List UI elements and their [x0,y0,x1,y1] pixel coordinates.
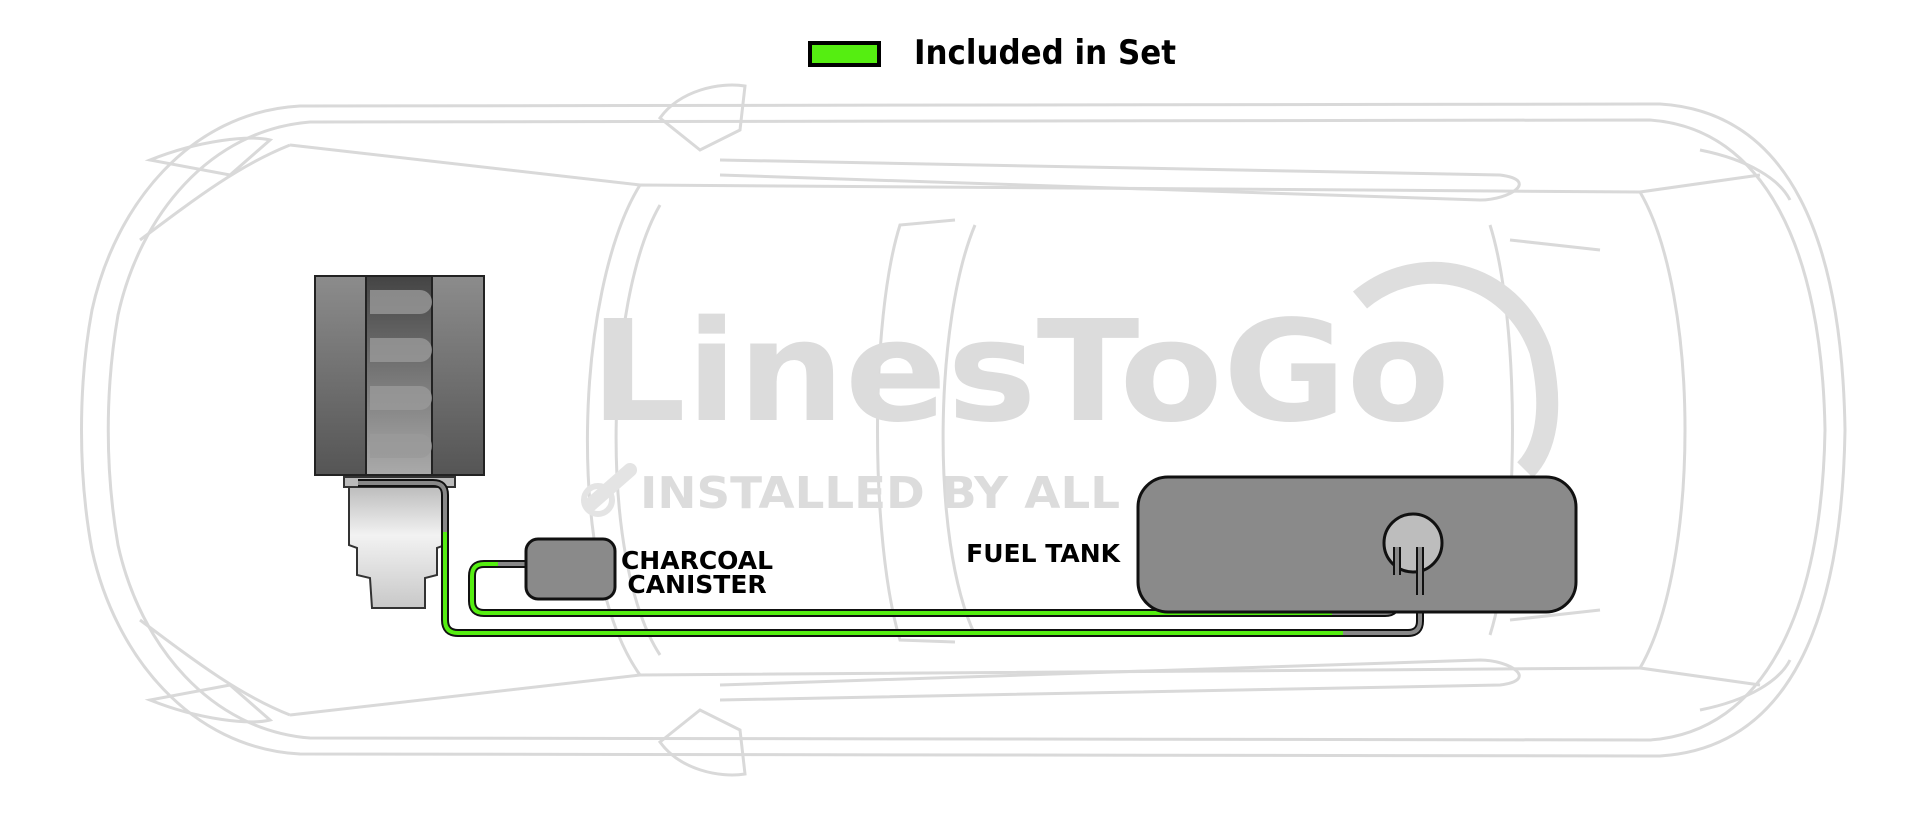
legend: Included in Set [808,33,1176,73]
fuel-line-tank-segment-a [1343,547,1422,635]
linestogo-watermark-logo: LinesToGo INSTALLED BY ALL [581,261,1559,519]
watermark-tagline: INSTALLED BY ALL [640,468,1120,519]
fuel-line-engine-segment [358,481,447,532]
watermark-wrench-icon [583,463,637,512]
fuel-line-engine-to-tank-included [443,532,1343,635]
fuel-pump-module [1382,512,1444,574]
watermark-brand: LinesToGo [590,291,1450,454]
fuel-tank-label: FUEL TANK [966,539,1121,568]
engine [314,275,485,609]
legend-label: Included in Set [914,33,1176,73]
watermark-nut-icon [581,483,615,517]
charcoal-canister-label-line1: CHARCOAL [621,546,773,575]
car-outline [80,83,1847,777]
fuel-tank: FUEL TANK [966,475,1578,614]
charcoal-canister-label-line2: CANISTER [627,570,766,599]
throttle-body [348,486,446,609]
watermark-swoosh-icon [1352,261,1559,478]
charcoal-canister: CHARCOAL CANISTER [524,537,773,601]
vapor-line-canister-to-tank-included [470,562,1332,615]
legend-swatch [808,41,881,67]
